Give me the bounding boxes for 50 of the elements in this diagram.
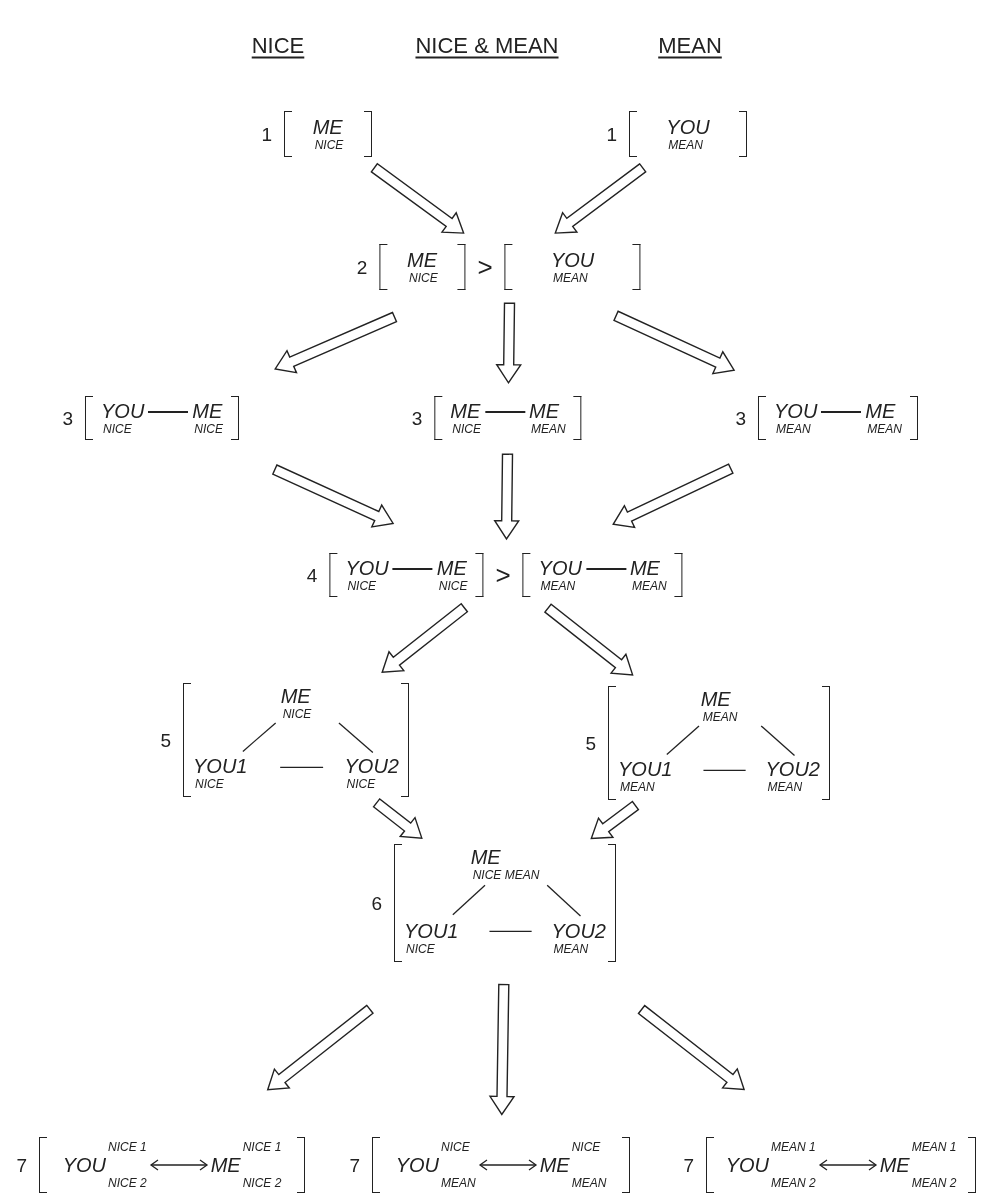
- bracket-expression: [608, 686, 830, 800]
- step-number: 4: [306, 565, 318, 585]
- greater-than-sign: >: [477, 254, 493, 280]
- bracket-expression: [183, 683, 409, 797]
- step-number: 2: [356, 257, 368, 277]
- hollow-arrow: [493, 453, 520, 541]
- comparison-group: [379, 244, 641, 290]
- step-number: 7: [683, 1155, 694, 1175]
- hollow-arrow: [271, 464, 395, 528]
- step-number: 3: [411, 408, 423, 428]
- step-number: 5: [585, 733, 596, 753]
- bracket-expression: [329, 553, 484, 597]
- hollow-arrow: [488, 983, 516, 1116]
- step-number: 1: [606, 124, 617, 144]
- hollow-arrow: [612, 463, 734, 529]
- hollow-arrow: [266, 1004, 374, 1091]
- bracket-expression: [434, 396, 582, 440]
- column-heading: MEAN: [658, 31, 722, 60]
- column-heading: NICE: [251, 31, 305, 60]
- step-number: 3: [735, 408, 746, 428]
- bracket-expression: [85, 396, 239, 440]
- column-heading: NICE & MEAN: [415, 31, 559, 60]
- step-number: 7: [349, 1155, 360, 1175]
- hollow-arrow: [613, 310, 736, 375]
- hollow-arrow: [274, 311, 398, 374]
- bracket-expression: [284, 111, 372, 157]
- hollow-arrow: [554, 162, 647, 234]
- step-number: 3: [62, 408, 73, 428]
- hollow-arrow: [543, 603, 634, 676]
- hollow-arrow: [381, 602, 469, 674]
- hollow-arrow: [372, 797, 423, 839]
- hollow-arrow: [370, 162, 465, 234]
- step-number: 6: [371, 893, 382, 913]
- step-number: 1: [261, 124, 272, 144]
- bracket-expression: [379, 244, 466, 290]
- greater-than-sign: >: [495, 562, 511, 588]
- hollow-arrow: [637, 1004, 746, 1091]
- step-number: 7: [16, 1155, 27, 1175]
- hollow-arrow: [495, 302, 522, 385]
- bracket-expression: [522, 553, 683, 597]
- bracket-expression: [39, 1137, 305, 1193]
- hollow-arrow: [590, 800, 640, 840]
- bracket-expression: [629, 111, 747, 157]
- bracket-expression: [394, 844, 616, 962]
- bracket-expression: [706, 1137, 976, 1193]
- step-number: 5: [160, 730, 171, 750]
- bracket-expression: [372, 1137, 630, 1193]
- bracket-expression: [758, 396, 918, 440]
- bracket-expression: [504, 244, 641, 290]
- comparison-group: [329, 553, 683, 597]
